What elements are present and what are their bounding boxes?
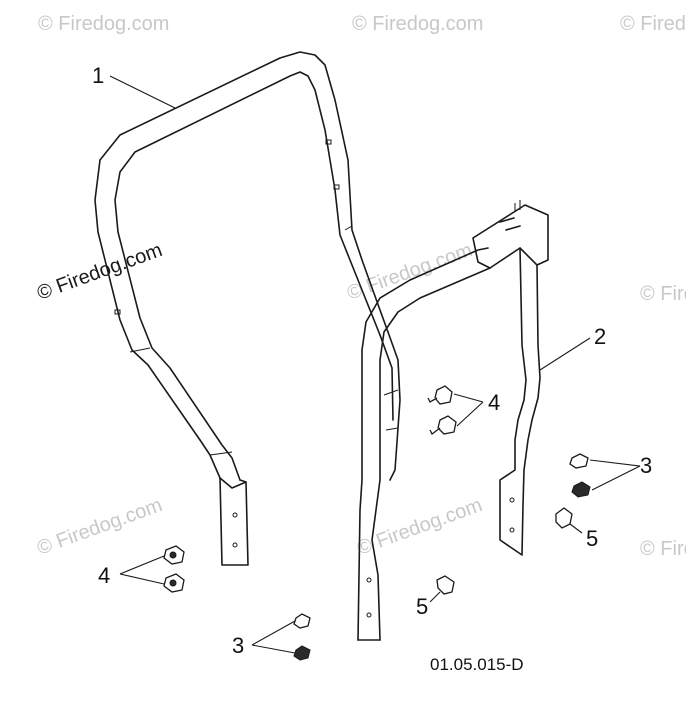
stud-icon <box>434 385 453 405</box>
screw-icon <box>555 507 573 529</box>
frame-part-1 <box>94 51 389 566</box>
watermark: © Firedog.com <box>640 538 686 560</box>
stud-hex-icon <box>169 579 177 587</box>
screw-bottom <box>436 575 455 595</box>
screw-right <box>555 507 573 529</box>
stud-hex-icon <box>169 551 177 559</box>
bolt-pair-right <box>569 453 591 498</box>
stud-tip-icon <box>429 427 441 435</box>
bolt-icon <box>571 481 591 498</box>
drawing-code: 01.05.015-D <box>430 655 524 674</box>
watermark-prominent: © Firedog.com <box>34 239 165 305</box>
callout-screw-bottom: 5 <box>416 594 428 619</box>
screw-icon <box>436 575 455 595</box>
bolt-pair-bottom <box>293 613 311 661</box>
callout-frame-right: 2 <box>594 324 606 349</box>
bolt-icon <box>293 645 311 661</box>
callout-bolts-bottom: 3 <box>232 633 244 658</box>
watermark: © Firedog.com <box>38 13 169 35</box>
bolt-icon <box>569 453 589 469</box>
callout-labels: 1 2 4 4 3 3 5 5 <box>92 63 652 658</box>
stud-pair-mid <box>427 385 457 435</box>
leader-lines <box>109 75 641 654</box>
callout-studs-left: 4 <box>98 563 110 588</box>
stud-tip-icon <box>427 397 438 403</box>
watermark: © Firedog.com <box>640 283 686 305</box>
frame-part-2 <box>357 200 549 641</box>
callout-bolts-right: 3 <box>640 453 652 478</box>
callout-studs-mid: 4 <box>488 390 500 415</box>
watermark: © Firedog.com <box>620 13 686 35</box>
bolt-icon <box>293 613 311 629</box>
stud-icon <box>437 415 457 435</box>
callout-frame-left: 1 <box>92 63 104 88</box>
stud-pair-left <box>163 545 185 593</box>
watermark: © Firedog.com <box>352 13 483 35</box>
callout-screw-right: 5 <box>586 526 598 551</box>
watermark: © Firedog.com <box>34 494 165 560</box>
